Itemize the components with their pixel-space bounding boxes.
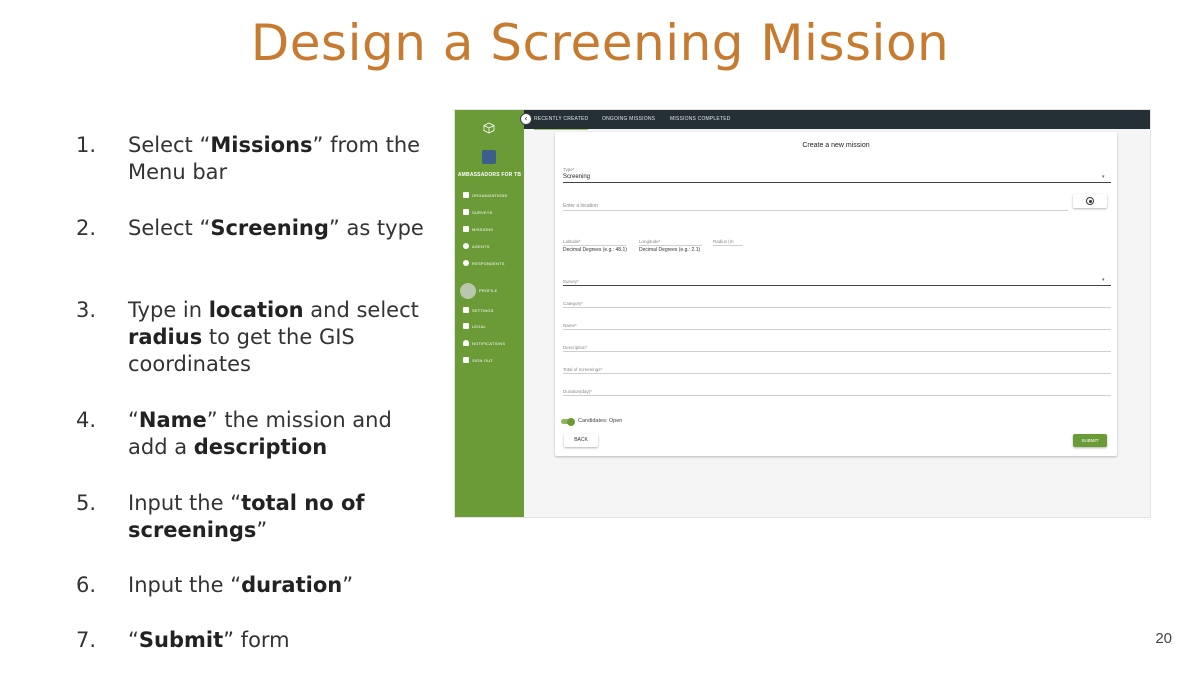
step-number: 4. [75, 408, 96, 432]
duration-input[interactable]: Duration(day)* [563, 389, 593, 394]
nav-legal[interactable]: LEGAL [463, 321, 486, 331]
people-icon [463, 260, 469, 266]
nav-settings[interactable]: SETTINGS [463, 305, 494, 315]
description-underline [563, 351, 1111, 352]
step-number: 2. [75, 216, 96, 240]
sliders-icon [463, 307, 469, 313]
cube-logo-icon [483, 122, 495, 134]
survey-underline [563, 285, 1111, 286]
tab-ongoing-missions[interactable]: ONGOING MISSIONS [602, 116, 656, 122]
crosshair-icon [1086, 197, 1094, 205]
step-text: “Submit” form [128, 628, 290, 652]
step-text: Input the “duration” [128, 573, 354, 597]
app-screenshot: AMBASSADORS FOR TB ORGANIZATIONS SURVEYS… [455, 110, 1150, 517]
nav-missions[interactable]: MISSIONS [463, 224, 493, 234]
type-label: Type* [563, 167, 575, 172]
step-number: 1. [75, 133, 96, 157]
type-select[interactable]: Screening [563, 174, 591, 180]
step-number: 3. [75, 298, 96, 322]
building-icon [463, 192, 469, 198]
step-text: “Name” the mission and add a description [128, 408, 392, 459]
org-name: AMBASSADORS FOR TB [457, 172, 522, 178]
nav-respondents[interactable]: RESPONDENTS [463, 258, 505, 268]
step-number: 6. [75, 573, 96, 597]
step-text: Input the “total no of screenings” [128, 491, 365, 542]
description-input[interactable]: Description* [563, 345, 588, 350]
profile-avatar[interactable] [460, 283, 476, 299]
topbar: RECENTLY CREATED ONGOING MISSIONS MISSIO… [524, 110, 1150, 130]
location-input[interactable]: Enter a location [563, 203, 598, 209]
latitude-underline [563, 245, 626, 246]
name-input[interactable]: Name* [563, 323, 577, 328]
nav-surveys[interactable]: SURVEYS [463, 207, 492, 217]
create-mission-form: Create a new mission Type* Screening ▾ E… [555, 132, 1117, 456]
duration-underline [563, 395, 1111, 396]
step-text: Select “Missions” from the Menu bar [128, 133, 421, 184]
type-underline [563, 182, 1111, 183]
page-number: 20 [1155, 630, 1172, 647]
sidebar: AMBASSADORS FOR TB ORGANIZATIONS SURVEYS… [455, 110, 524, 517]
step-text: Select “Screening” as type [128, 216, 424, 240]
name-underline [563, 329, 1111, 330]
steps-list: 1. Select “Missions” from the Menu bar 2… [0, 0, 440, 675]
slide-title: Design a Screening Mission [250, 14, 950, 72]
step-text: Type in location and select radius to ge… [128, 298, 419, 376]
survey-select[interactable]: Survey* [563, 279, 579, 284]
candidates-toggle[interactable] [561, 417, 575, 426]
nav-agents[interactable]: AGENTS [463, 241, 490, 251]
check-icon [463, 226, 469, 232]
tab-recently-created[interactable]: RECENTLY CREATED [534, 110, 589, 130]
submit-button[interactable]: SUBMIT [1073, 434, 1107, 447]
radius-input[interactable]: Radius (m [713, 239, 734, 244]
candidates-label: Candidates: Open [578, 418, 623, 424]
nav-notifications[interactable]: NOTIFICATIONS [463, 338, 505, 348]
my-location-button[interactable] [1073, 194, 1107, 208]
total-screenings-input[interactable]: Total of screenings* [563, 367, 603, 372]
form-title: Create a new mission [802, 142, 870, 149]
bell-icon [463, 340, 469, 346]
nav-profile[interactable]: PROFILE [479, 287, 498, 293]
latitude-hint: Decimal Degrees (e.g.: 48.1) [563, 247, 627, 253]
nav-organizations[interactable]: ORGANIZATIONS [463, 190, 507, 200]
sign-out-icon [463, 357, 469, 363]
org-avatar [482, 150, 496, 164]
category-input[interactable]: Category* [563, 301, 584, 306]
chevron-down-icon[interactable]: ▾ [1102, 277, 1105, 283]
latitude-label: Latitude* [563, 239, 581, 244]
person-icon [463, 243, 469, 249]
step-number: 5. [75, 491, 96, 515]
step-number: 7. [75, 628, 96, 652]
gavel-icon [463, 323, 469, 329]
category-underline [563, 307, 1111, 308]
radius-underline [713, 245, 743, 246]
chart-icon [463, 209, 469, 215]
location-underline [563, 210, 1068, 211]
chevron-down-icon[interactable]: ▾ [1102, 174, 1105, 180]
total-screenings-underline [563, 373, 1111, 374]
longitude-label: Longitude* [639, 239, 661, 244]
collapse-sidebar-button[interactable]: ‹ [520, 113, 532, 125]
tab-missions-completed[interactable]: MISSIONS COMPLETED [670, 116, 731, 122]
longitude-underline [639, 245, 702, 246]
nav-sign-out[interactable]: SIGN OUT [463, 355, 493, 365]
back-button[interactable]: BACK [564, 434, 598, 447]
longitude-hint: Decimal Degrees (e.g.: 2.1) [639, 247, 701, 253]
